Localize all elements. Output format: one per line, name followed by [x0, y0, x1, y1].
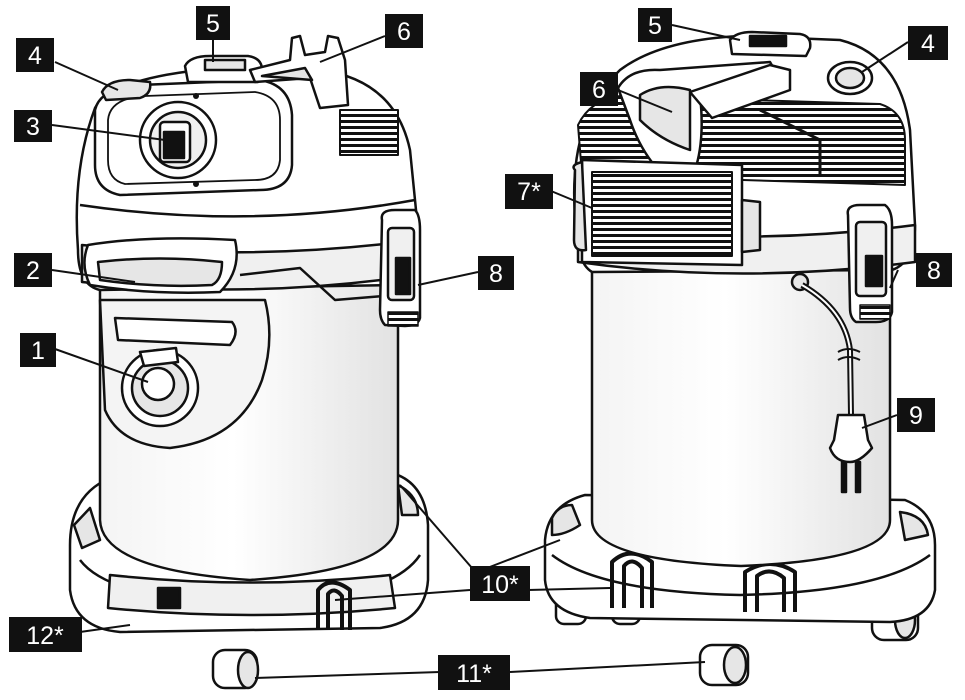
callout-6-left-text: 6 — [397, 18, 411, 46]
container-drum-rear — [590, 263, 892, 568]
callout-1-text: 1 — [31, 337, 45, 365]
callout-11-text: 11* — [456, 660, 492, 688]
exhaust-filter[interactable] — [572, 158, 762, 267]
callout-1: 1 — [20, 333, 56, 367]
head-shoulder-line — [79, 198, 416, 218]
callout-5-left-text: 5 — [206, 10, 220, 38]
callout-6-right: 6 — [580, 72, 618, 106]
callout-10-text: 10* — [481, 571, 519, 599]
rear-handle-left-inner — [260, 66, 314, 82]
accessory-holder-front — [316, 580, 352, 630]
chassis-rear-rim — [551, 553, 931, 597]
callout-8-right-text: 8 — [927, 257, 941, 285]
callout-9-text: 9 — [909, 402, 923, 430]
side-clip-left[interactable] — [378, 208, 422, 328]
hose-holder-left — [100, 78, 152, 102]
top-cable-clip-right-slot — [748, 34, 788, 48]
power-switch[interactable] — [138, 100, 218, 180]
callout-5-right-text: 5 — [648, 12, 662, 40]
suction-panel-slot — [113, 316, 237, 347]
callout-4-right: 4 — [908, 26, 948, 60]
accessory-holder-rear-1 — [610, 551, 654, 608]
callout-leader-lines — [51, 24, 909, 679]
callout-7: 7* — [505, 174, 553, 209]
callout-3-text: 3 — [26, 113, 40, 141]
chassis-corner-rear-left — [550, 503, 582, 537]
front-carry-handle-grip — [96, 257, 224, 288]
rear-handle-right-bar — [688, 63, 792, 120]
callout-6-left: 6 — [385, 14, 423, 48]
callout-7-text: 7* — [517, 178, 541, 206]
callout-5-right: 5 — [638, 8, 672, 42]
power-plug-icon — [828, 413, 874, 494]
switch-mark-on-icon — [193, 181, 199, 187]
head-side-groove — [239, 266, 396, 302]
callout-11: 11* — [438, 655, 510, 690]
side-clip-right[interactable] — [846, 203, 894, 324]
power-cord — [790, 272, 861, 416]
hose-holder-right — [826, 60, 874, 96]
callout-10: 10* — [470, 566, 530, 601]
callout-4-right-text: 4 — [921, 30, 935, 58]
brand-badge-front — [156, 586, 182, 610]
suction-port — [120, 346, 200, 428]
callout-9: 9 — [897, 398, 935, 432]
rear-handle-right-shade — [638, 85, 692, 152]
callout-12-text: 12* — [26, 622, 64, 650]
top-cable-clip-left-slot — [203, 58, 247, 72]
callout-2-text: 2 — [26, 257, 40, 285]
callout-8-left: 8 — [478, 256, 514, 290]
callout-8-right: 8 — [916, 253, 952, 287]
callout-2: 2 — [14, 253, 52, 287]
vacuum-front-view — [68, 34, 430, 690]
callout-5-left: 5 — [196, 6, 230, 40]
head-rear-vent-left — [339, 109, 399, 156]
callout-6-right-text: 6 — [592, 76, 606, 104]
callout-12: 12* — [9, 617, 82, 652]
callout-3: 3 — [14, 110, 52, 142]
callout-4-left-text: 4 — [28, 42, 42, 70]
callout-labels: 4 5 6 3 2 8 1 12* — [9, 6, 952, 690]
chassis-corner-rear-right — [898, 510, 930, 542]
chassis-corner-left — [72, 506, 102, 550]
vacuum-rear-view — [543, 30, 937, 687]
callout-4-left: 4 — [16, 38, 54, 72]
switch-mark-off-icon — [193, 93, 199, 99]
callout-8-left-text: 8 — [489, 260, 503, 288]
